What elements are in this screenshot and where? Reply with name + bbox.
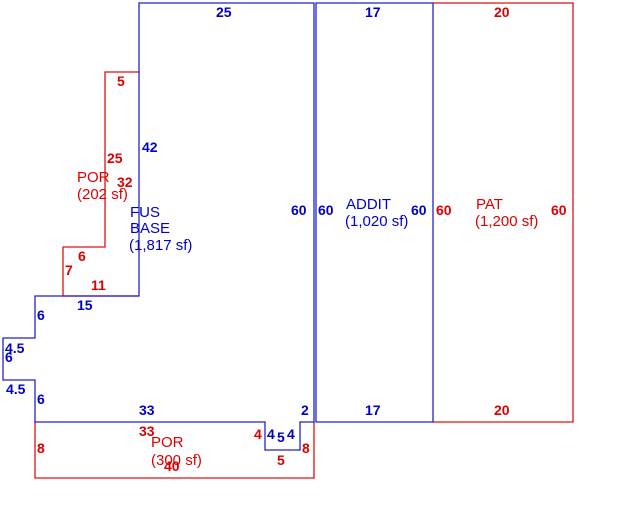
dim-porch-bot-33: 33 — [139, 423, 155, 439]
dim-porch-left-11: 11 — [91, 277, 106, 293]
dim-fus-bottom-33: 33 — [139, 402, 155, 418]
dim-fus-top: 25 — [216, 4, 232, 20]
addit-label: ADDIT — [346, 196, 391, 213]
dim-porch-bot-40: 40 — [164, 458, 180, 474]
porch-bottom-area: (300 sf) — [151, 452, 202, 469]
pat-area: (1,200 sf) — [475, 213, 538, 230]
dim-porch-left-7: 7 — [65, 262, 73, 278]
dim-porch-bot-8-left: 8 — [37, 440, 45, 456]
dim-fus-step-45-upper: 4.5 — [5, 340, 25, 356]
porch-bottom-label: POR — [151, 434, 184, 451]
dim-fus-right: 60 — [291, 202, 307, 218]
dim-pat-top: 20 — [494, 4, 510, 20]
dim-fus-step-6-lower: 6 — [37, 391, 45, 407]
porch-left-area: (202 sf) — [77, 186, 128, 203]
dim-pat-left: 60 — [436, 202, 452, 218]
dim-porch-left-top: 5 — [117, 73, 125, 89]
dim-fus-bottom-2: 2 — [301, 402, 309, 418]
dim-porch-bot-5: 5 — [277, 452, 285, 468]
dim-fus-step-15: 15 — [77, 297, 93, 313]
pat-label: PAT — [476, 196, 503, 213]
dim-addit-top: 17 — [365, 4, 381, 20]
dim-fus-left-upper: 42 — [142, 139, 158, 155]
addit-outline — [315, 2, 434, 423]
dim-porch-left-6: 6 — [78, 248, 86, 264]
dim-addit-bottom: 17 — [365, 402, 381, 418]
dim-porch-bot-8-right: 8 — [302, 440, 310, 456]
pat-outline — [433, 2, 574, 423]
dim-fus-notch-5: 5 — [277, 429, 285, 445]
addit-area: (1,020 sf) — [345, 213, 408, 230]
dim-porch-left-25: 25 — [107, 150, 123, 166]
fus-base-label-2: BASE — [130, 220, 170, 237]
dim-pat-bottom: 20 — [494, 402, 510, 418]
dim-porch-left-32: 32 — [117, 174, 133, 190]
porch-left-label: POR — [77, 169, 110, 186]
dim-fus-step-6-mid: 6 — [5, 349, 13, 365]
fus-base-area: (1,817 sf) — [129, 237, 192, 254]
dim-fus-notch-4a: 4 — [267, 426, 275, 442]
fus-base-label-1: FUS — [130, 204, 160, 221]
dim-fus-step-6-upper: 6 — [37, 307, 45, 323]
dim-fus-notch-4b: 4 — [287, 426, 295, 442]
fus-base-outline — [2, 2, 315, 451]
dim-fus-step-45-lower: 4.5 — [6, 381, 26, 397]
porch-bottom-outline — [34, 422, 315, 479]
dim-porch-bot-4: 4 — [254, 426, 262, 442]
dim-pat-right: 60 — [551, 202, 567, 218]
dim-addit-left: 60 — [318, 202, 334, 218]
dim-addit-right: 60 — [411, 202, 427, 218]
